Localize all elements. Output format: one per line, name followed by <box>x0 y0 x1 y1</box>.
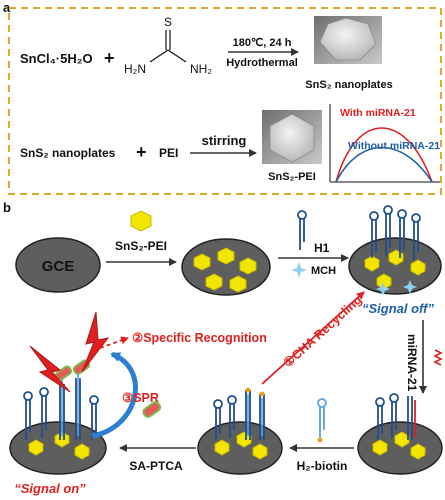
specific-recognition-arrow <box>99 336 129 349</box>
signal-on-label: “Signal on” <box>14 481 86 496</box>
gce-label: GCE <box>42 258 75 275</box>
electrode-cha-product <box>197 387 283 475</box>
lightning-bolt-icon <box>29 311 110 393</box>
legend-without-mirna: Without miRNA-21 <box>348 140 440 152</box>
mch-icon <box>291 262 307 278</box>
h1-hairpin-icon <box>297 210 307 250</box>
panel-b-label: b <box>3 200 11 215</box>
spr-arrow <box>91 351 138 439</box>
sns2-nanoplate-image <box>314 16 382 64</box>
sns2-hexagon-icon <box>130 210 152 232</box>
panel-a-label: a <box>3 0 11 15</box>
svg-text:H₂N: H₂N <box>124 62 146 76</box>
condition-hydrothermal: Hydrothermal <box>226 57 298 69</box>
svg-text:S: S <box>164 15 172 29</box>
electrode-signal-off <box>348 205 442 296</box>
h2-biotin-label: H₂-biotin <box>297 459 348 473</box>
plus-sign-1: + <box>104 48 115 68</box>
panel-a-frame <box>8 7 442 195</box>
signal-off-label: “Signal off” <box>362 301 434 316</box>
cha-recycling-arrow <box>261 291 365 385</box>
thiourea-structure: S H₂N NH₂ <box>124 15 212 76</box>
signal-plot: With miRNA-21 Without miRNA-21 <box>329 104 440 183</box>
condition-temperature: 180℃, 24 h <box>233 37 292 49</box>
curve-without-mirna <box>335 146 433 183</box>
spr-label: ③SPR <box>122 391 159 405</box>
cha-recycling-label: ①CHA Recycling <box>281 293 365 371</box>
specific-recognition-label: ②Specific Recognition <box>132 331 267 345</box>
h2-biotin-hairpin-icon <box>317 398 327 443</box>
h1-label: H1 <box>314 241 330 255</box>
mirna-label: miRNA-21 <box>405 334 419 392</box>
svg-text:NH₂: NH₂ <box>190 62 212 76</box>
legend-with-mirna: With miRNA-21 <box>340 107 416 119</box>
electrode-signal-on <box>9 359 107 475</box>
electrode-mirna-bound <box>357 393 443 475</box>
electrode-sns2-modified <box>181 238 271 296</box>
sa-ptca-icon <box>142 401 162 418</box>
product-sns2-pei: SnS₂-PEI <box>268 171 316 183</box>
sa-ptca-label: SA-PTCA <box>129 459 183 473</box>
sns2-pei-image <box>262 110 322 164</box>
condition-stirring: stirring <box>202 133 247 148</box>
gce-electrode <box>15 237 101 293</box>
plus-sign-2: + <box>136 142 147 162</box>
step-sns2-pei-label: SnS₂-PEI <box>115 239 167 253</box>
reactant-sncl4: SnCl₄·5H₂O <box>20 51 93 66</box>
mirna-strand-icon <box>433 349 443 366</box>
reactant-pei: PEI <box>159 146 178 160</box>
curve-with-mirna <box>335 127 433 183</box>
mch-label: MCH <box>311 265 336 277</box>
reactant-sns2-nanoplates: SnS₂ nanoplates <box>20 146 116 160</box>
product-sns2-nanoplates: SnS₂ nanoplates <box>305 79 392 91</box>
